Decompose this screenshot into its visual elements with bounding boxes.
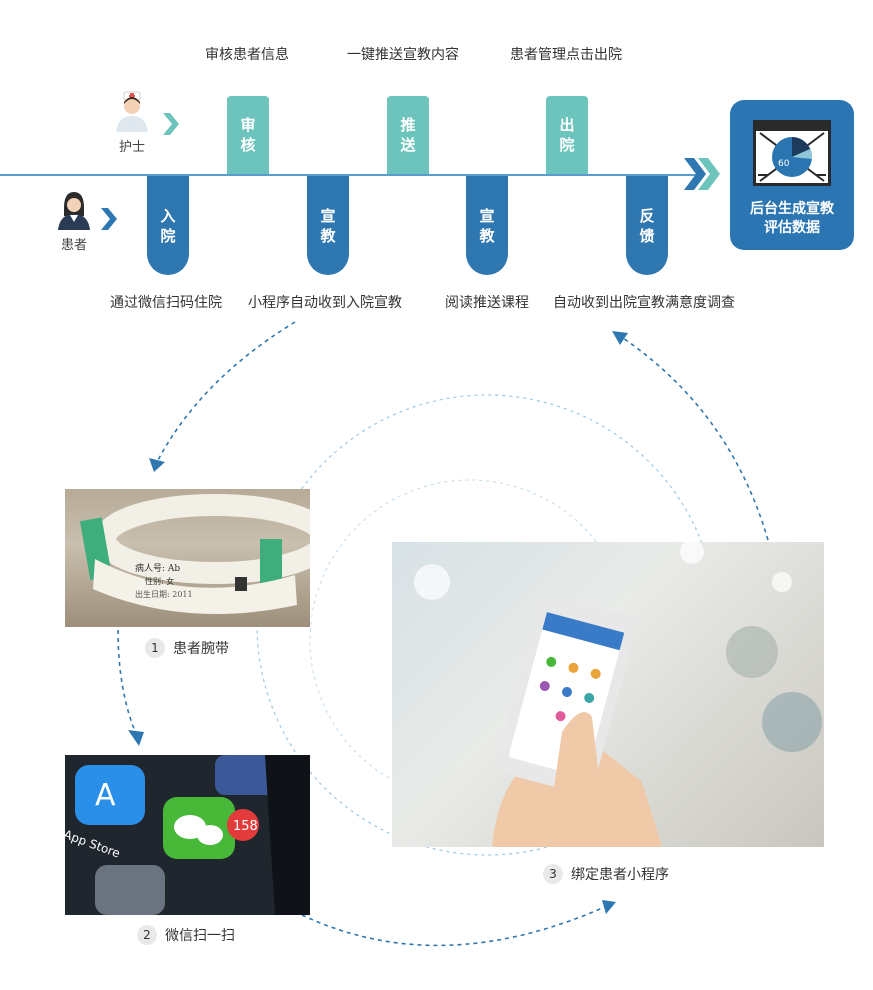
top-label-discharge: 患者管理点击出院 (510, 47, 622, 63)
tab-education-2-char1: 宣 (479, 206, 495, 225)
step-2-caption: 2 微信扫一扫 (137, 925, 235, 945)
svg-text:出生日期: 2011: 出生日期: 2011 (135, 589, 193, 599)
timeline-chevron-icon (684, 158, 720, 190)
tab-education-1-char2: 教 (320, 226, 336, 245)
timeline-line (0, 174, 700, 176)
step-3-label: 绑定患者小程序 (571, 867, 669, 883)
monitor: 60 (753, 120, 831, 186)
pie-chart-icon (758, 132, 826, 182)
tab-discharge: 出 院 (546, 96, 588, 174)
step-2-label: 微信扫一扫 (165, 928, 235, 944)
nurse-role: 护士 (108, 90, 156, 155)
step-3-caption: 3 绑定患者小程序 (543, 864, 669, 884)
tab-push-char2: 送 (400, 136, 416, 154)
tab-admission: 入 院 (147, 176, 189, 275)
tab-education-2-char2: 教 (479, 226, 495, 245)
tab-education-1: 宣 教 (307, 176, 349, 275)
tab-feedback: 反 馈 (626, 176, 668, 275)
tab-discharge-char1: 出 (559, 116, 575, 134)
nurse-label: 护士 (118, 140, 145, 155)
patient-role: 患者 (50, 190, 98, 253)
tab-feedback-char1: 反 (639, 206, 655, 225)
nurse-avatar-icon (116, 91, 148, 132)
nurse-arrow-icon (163, 113, 179, 135)
wristband-photo: 病人号: Ab 性别: 女 出生日期: 2011 (65, 489, 310, 627)
wristband-text: 病人号: Ab (135, 562, 180, 574)
patient-arrow-icon (101, 208, 117, 230)
tab-admission-char1: 入 (160, 206, 176, 225)
svg-text:158: 158 (233, 819, 258, 834)
result-text-line1: 后台生成宣教 (750, 201, 834, 217)
step-1-number: 1 (145, 638, 165, 658)
tab-education-2: 宣 教 (466, 176, 508, 275)
step-1-label: 患者腕带 (173, 641, 229, 657)
bottom-label-scan: 通过微信扫码住院 (110, 295, 222, 311)
bottom-label-auto-receive: 小程序自动收到入院宣教 (248, 295, 402, 311)
svg-text:性别: 女: 性别: 女 (145, 576, 174, 586)
top-label-review: 审核患者信息 (205, 47, 289, 63)
tab-review: 审 核 (227, 96, 269, 174)
tab-review-char2: 核 (240, 136, 256, 154)
tab-push-char1: 推 (400, 116, 416, 134)
step-3-number: 3 (543, 864, 563, 884)
tab-admission-char2: 院 (160, 226, 176, 245)
result-box: 60 后台生成宣教 评估数据 (730, 100, 854, 250)
step-2-number: 2 (137, 925, 157, 945)
patient-avatar-icon (58, 192, 90, 230)
mini-program-photo (392, 542, 824, 847)
result-text-line2: 评估数据 (764, 220, 820, 236)
tab-review-char1: 审 (240, 116, 256, 134)
top-label-push: 一键推送宣教内容 (347, 47, 459, 63)
patient-label: 患者 (60, 238, 87, 253)
svg-text:A: A (95, 778, 116, 813)
bottom-label-read: 阅读推送课程 (445, 295, 529, 311)
bottom-label-survey: 自动收到出院宣教满意度调查 (553, 295, 735, 311)
tab-education-1-char1: 宣 (320, 206, 336, 225)
gauge-value: 60 (778, 159, 790, 169)
tab-push: 推 送 (387, 96, 429, 174)
tab-discharge-char2: 院 (559, 136, 575, 154)
step-1-caption: 1 患者腕带 (145, 638, 229, 658)
tab-feedback-char2: 馈 (639, 226, 655, 245)
wechat-apps-photo: A App Store 158 (65, 755, 310, 915)
